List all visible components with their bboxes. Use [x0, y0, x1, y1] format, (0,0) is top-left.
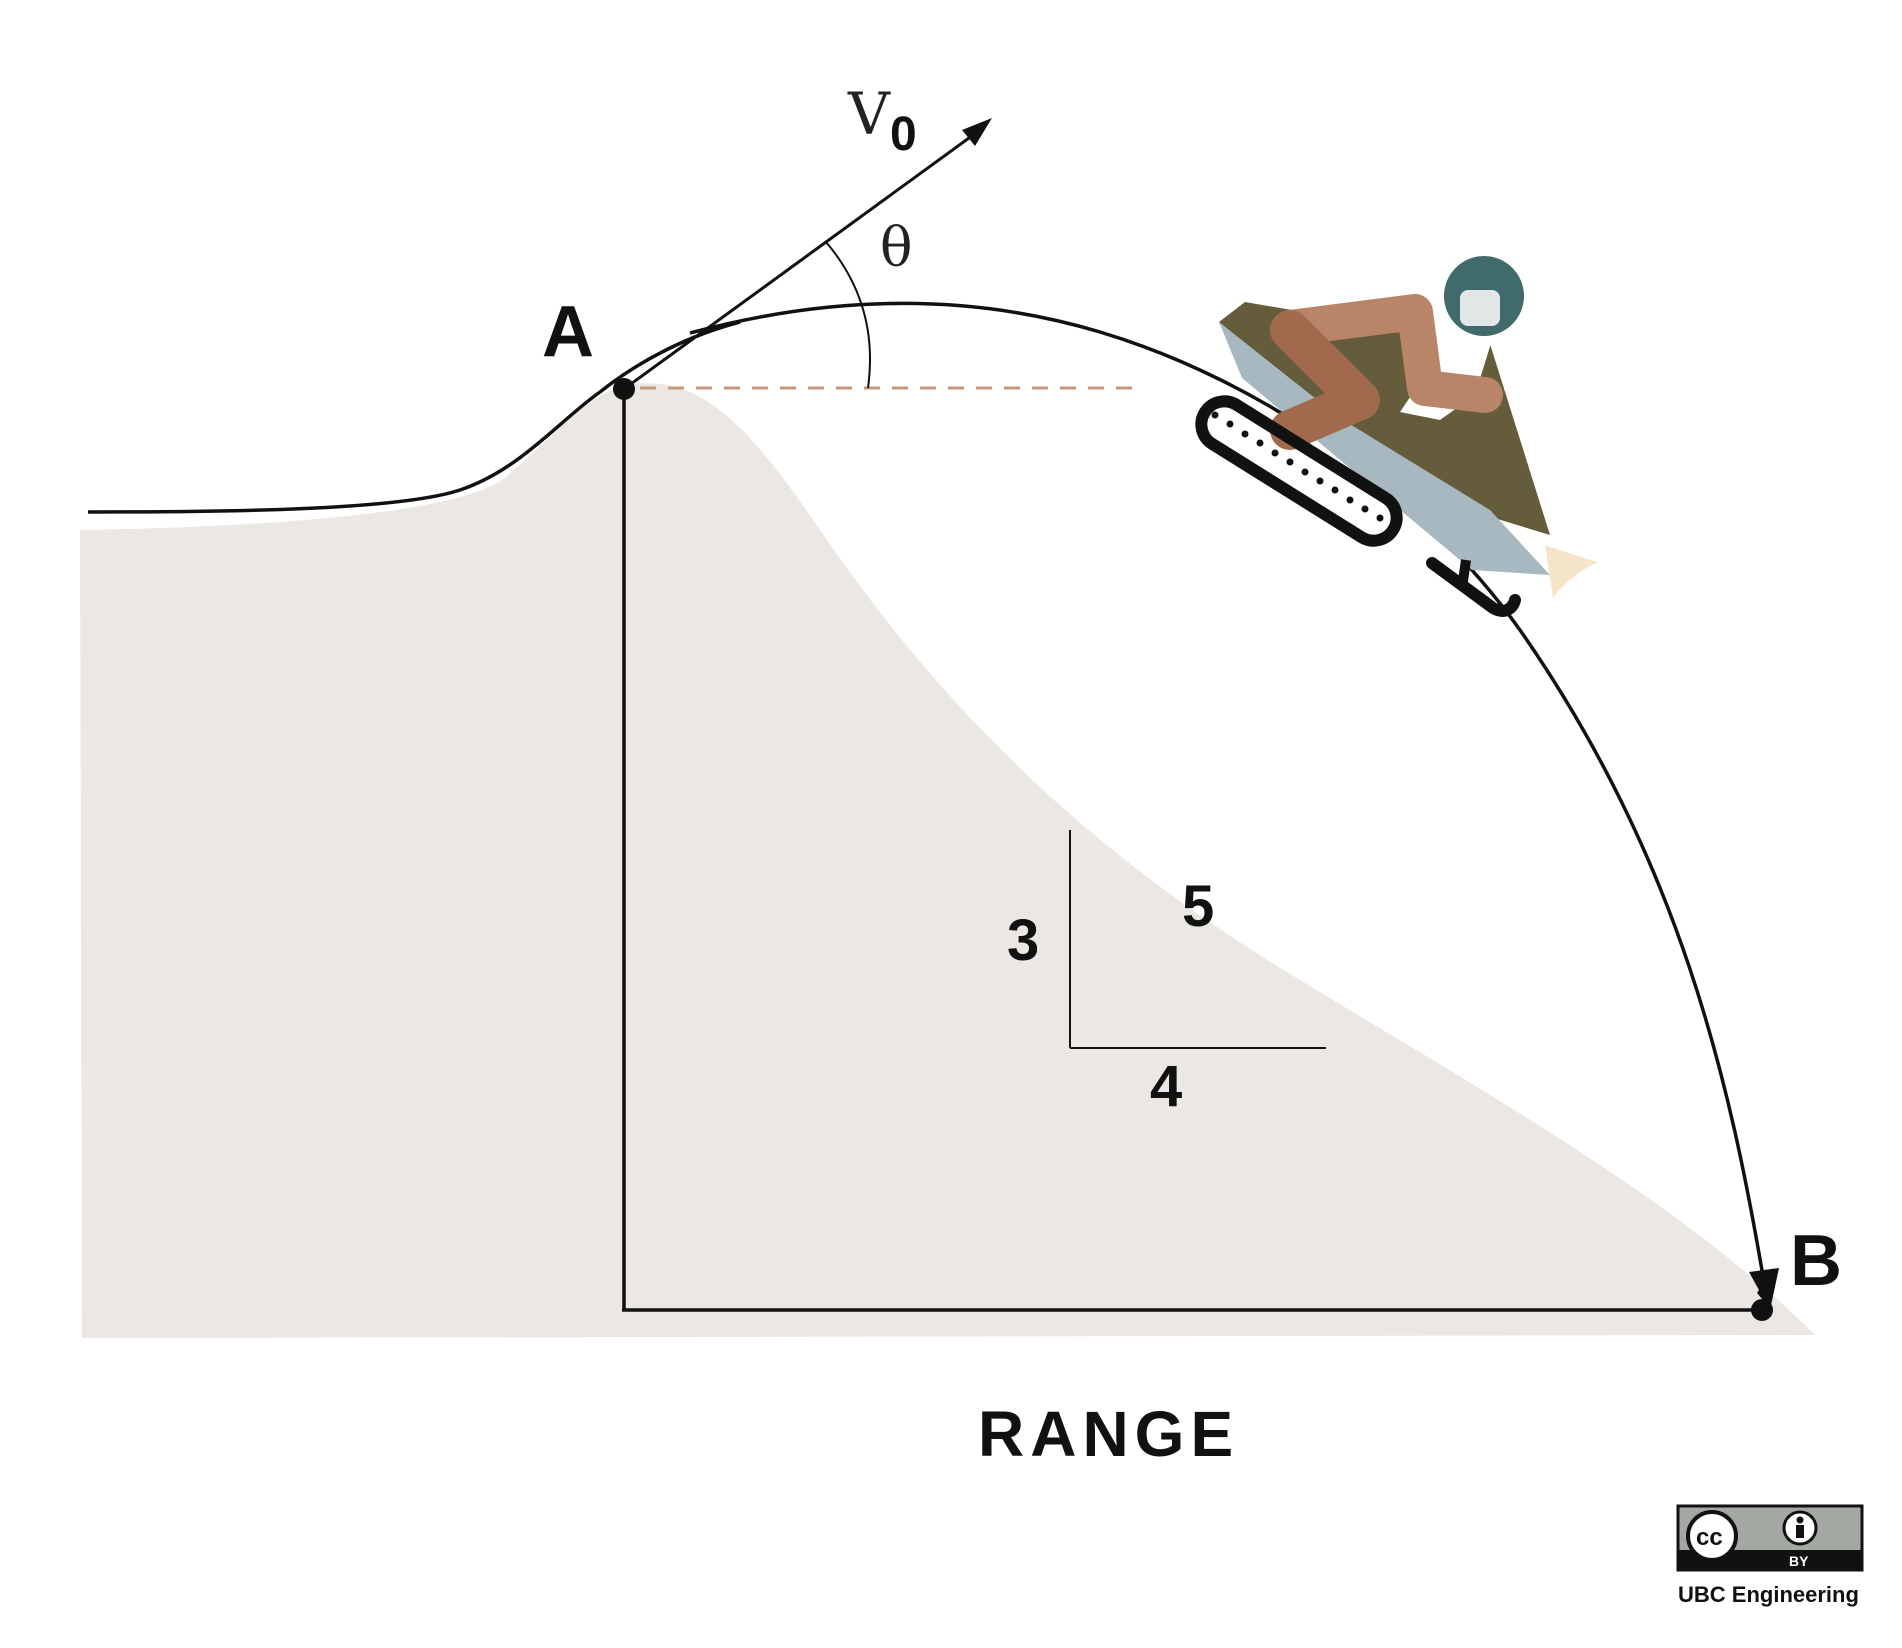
- range-label: RANGE: [978, 1398, 1239, 1470]
- slope-run-label: 4: [1150, 1054, 1182, 1119]
- angle-arc: [825, 241, 872, 389]
- cc-by-license-icon: cc BY: [1676, 1504, 1864, 1572]
- hill-ground: [80, 383, 1815, 1338]
- snowmobile-rider-icon: [1195, 256, 1598, 617]
- point-b-label: B: [1790, 1221, 1842, 1301]
- terrain-line: [87, 320, 741, 514]
- point-a-label: A: [542, 292, 594, 372]
- velocity-label: V: [847, 80, 891, 148]
- velocity-arrowhead: [962, 118, 992, 146]
- cc-text: cc: [1696, 1524, 1723, 1551]
- credit-text: UBC Engineering: [1678, 1582, 1859, 1607]
- velocity-subscript: 0: [890, 108, 917, 161]
- angle-label: θ: [880, 216, 913, 279]
- slope-hyp-label: 5: [1182, 874, 1214, 939]
- point-b-dot: [1751, 1299, 1773, 1321]
- velocity-vector: [623, 128, 981, 391]
- slope-rise-label: 3: [1007, 908, 1039, 973]
- cc-icon: [1686, 1510, 1738, 1562]
- point-a-dot: [613, 378, 635, 400]
- by-text: BY: [1789, 1553, 1809, 1569]
